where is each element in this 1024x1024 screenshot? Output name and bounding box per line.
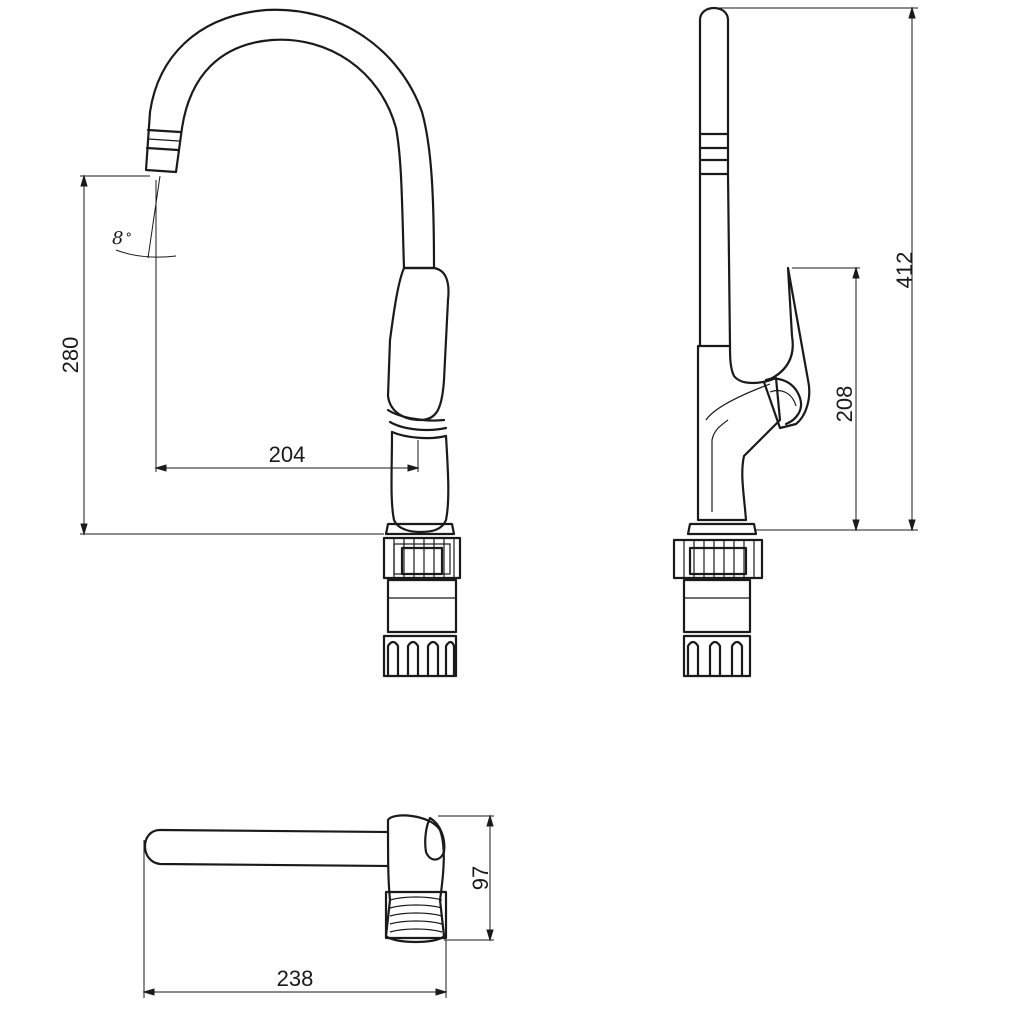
side-body-inner bbox=[705, 383, 771, 512]
dimension-spout-angle-label: 8° bbox=[112, 228, 132, 249]
front-fixing-nut bbox=[382, 634, 458, 678]
front-nut bbox=[382, 536, 462, 580]
top-spout-arm bbox=[144, 828, 390, 868]
front-view bbox=[144, 8, 462, 678]
dimension-spout-height-label: 280 bbox=[58, 337, 83, 374]
top-view bbox=[144, 814, 448, 944]
side-body-base bbox=[686, 522, 758, 536]
side-view bbox=[672, 6, 811, 678]
dimension-top-length-label: 238 bbox=[277, 966, 314, 991]
top-lever-cap bbox=[424, 816, 446, 861]
dimension-top-length: 238 bbox=[142, 840, 448, 998]
top-nut bbox=[384, 890, 448, 940]
side-spout-lower bbox=[698, 172, 732, 348]
top-handle-body bbox=[384, 814, 446, 944]
front-aerator-band bbox=[147, 138, 180, 142]
dimension-spout-angle: 8° bbox=[112, 175, 177, 259]
side-nut bbox=[672, 538, 764, 580]
top-nut-ribs bbox=[389, 896, 443, 933]
dimension-total-height: 412 bbox=[714, 6, 918, 532]
side-fixing-nut bbox=[682, 634, 752, 678]
dimension-spout-reach-label: 204 bbox=[269, 442, 306, 467]
dimension-lever-height: 208 bbox=[792, 266, 860, 532]
front-spout-tube bbox=[144, 8, 436, 270]
front-aerator-band bbox=[146, 128, 182, 134]
side-nut-ribs bbox=[683, 540, 755, 578]
front-fixing-slots bbox=[386, 640, 456, 678]
dimension-top-depth-label: 97 bbox=[468, 866, 493, 890]
dimension-top-depth: 97 bbox=[438, 814, 494, 942]
dimension-spout-reach: 204 bbox=[154, 180, 420, 472]
dimension-lever-height-label: 208 bbox=[832, 386, 857, 423]
side-lever bbox=[762, 266, 811, 430]
dimension-total-height-label: 412 bbox=[892, 252, 917, 289]
side-shank bbox=[682, 578, 752, 634]
side-aerator bbox=[698, 132, 730, 176]
front-body-base bbox=[384, 522, 456, 536]
side-fixing-slots bbox=[686, 640, 744, 678]
front-shank bbox=[386, 578, 458, 634]
front-body-neck bbox=[390, 430, 450, 534]
side-body bbox=[696, 344, 782, 522]
front-handle-body bbox=[386, 266, 450, 422]
side-lever-cap bbox=[764, 377, 803, 426]
front-handle-collar bbox=[386, 408, 448, 440]
side-nut-ring bbox=[688, 546, 748, 576]
dimension-spout-height: 280 bbox=[58, 174, 384, 536]
front-nut-ring bbox=[400, 546, 444, 576]
front-aerator-band bbox=[145, 146, 180, 152]
